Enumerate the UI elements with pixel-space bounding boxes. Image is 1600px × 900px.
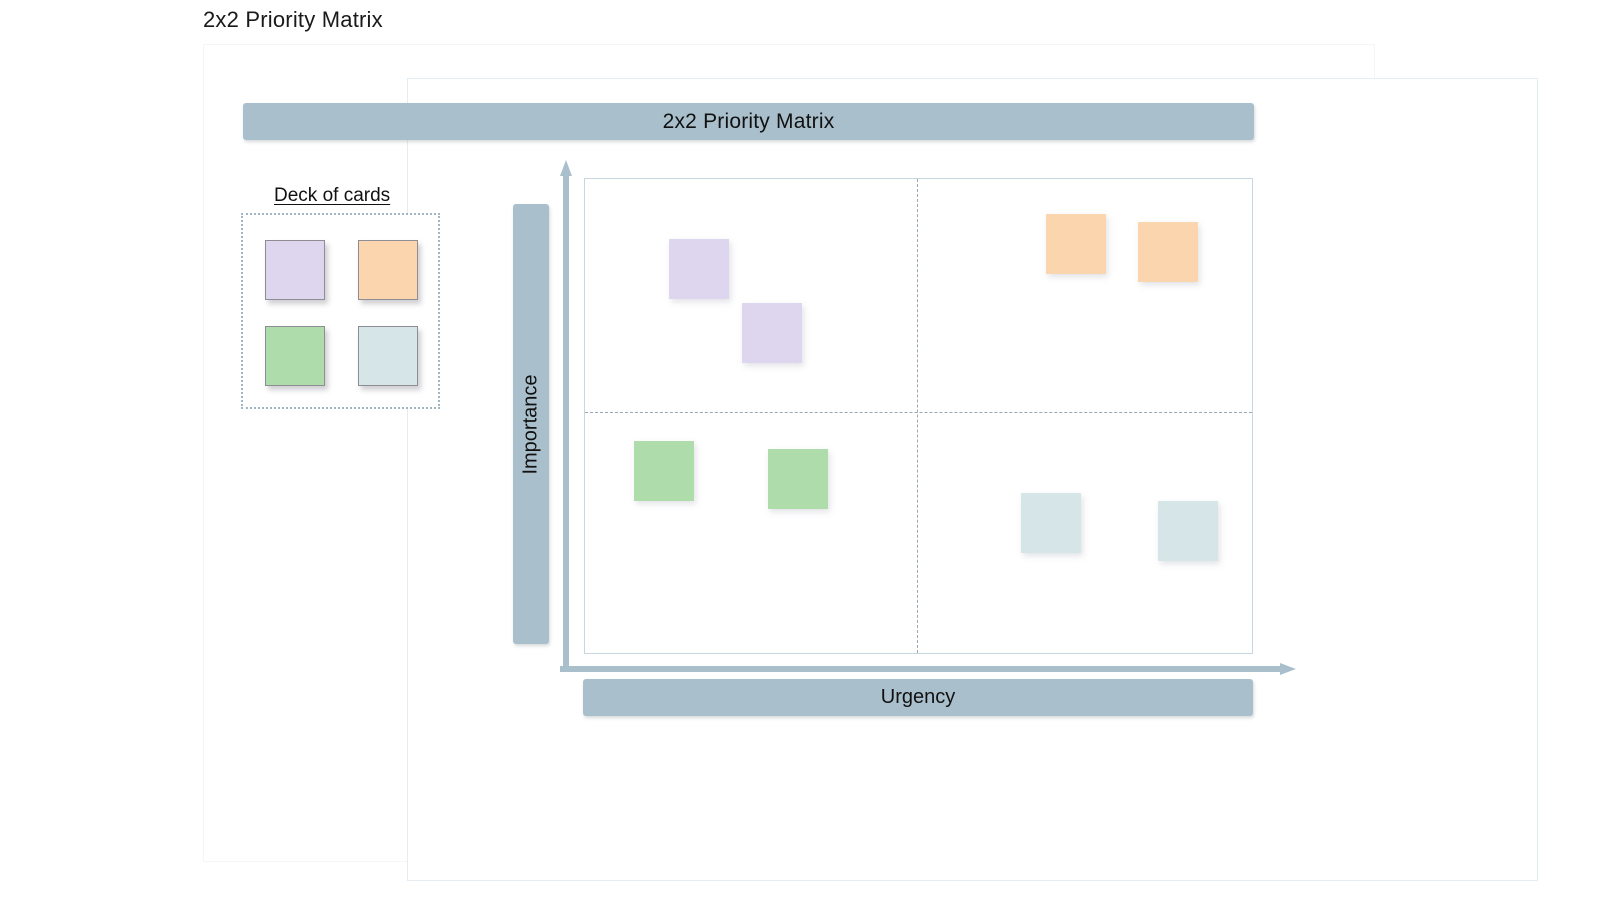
title-banner[interactable]: 2x2 Priority Matrix	[243, 103, 1254, 140]
placed-blue-1[interactable]	[1021, 493, 1081, 553]
placed-orange-2[interactable]	[1138, 222, 1198, 282]
deck-of-cards-title: Deck of cards	[274, 185, 391, 206]
deck-card-green[interactable]	[265, 326, 325, 386]
urgency-axis-arrow	[560, 663, 1296, 675]
placed-orange-1[interactable]	[1046, 214, 1106, 274]
deck-card-purple[interactable]	[265, 240, 325, 300]
placed-blue-2[interactable]	[1158, 501, 1218, 561]
importance-axis-arrow	[560, 160, 572, 672]
axis-shaft	[563, 172, 569, 672]
matrix-divider-horizontal	[585, 412, 1252, 413]
placed-green-1[interactable]	[634, 441, 694, 501]
y-axis-label-bar[interactable]: Importance	[513, 204, 549, 644]
deck-card-orange[interactable]	[358, 240, 418, 300]
y-axis-label-text: Importance	[519, 373, 542, 475]
title-banner-label: 2x2 Priority Matrix	[662, 109, 835, 133]
deck-card-blue[interactable]	[358, 326, 418, 386]
priority-matrix-grid[interactable]	[584, 178, 1253, 654]
placed-purple-2[interactable]	[742, 303, 802, 363]
page-title: 2x2 Priority Matrix	[203, 7, 383, 32]
placed-green-2[interactable]	[768, 449, 828, 509]
axis-shaft	[560, 666, 1282, 672]
arrow-right-icon	[1280, 663, 1296, 675]
x-axis-label-text: Urgency	[880, 686, 956, 708]
x-axis-label-bar[interactable]: Urgency	[583, 679, 1253, 716]
placed-purple-1[interactable]	[669, 239, 729, 299]
matrix-divider-vertical	[917, 179, 918, 653]
deck-of-cards-zone[interactable]	[241, 213, 440, 409]
